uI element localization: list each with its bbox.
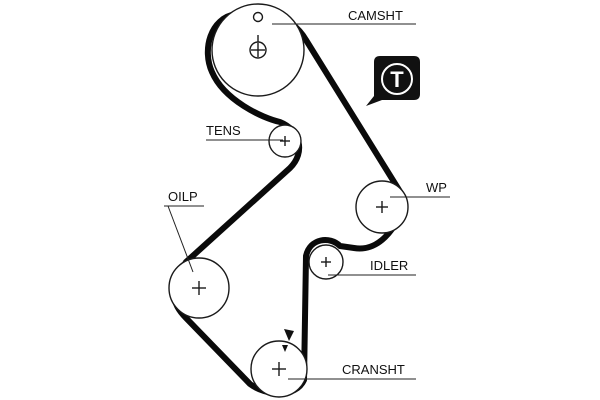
badge-letter: T xyxy=(390,67,404,92)
idler-label: IDLER xyxy=(370,258,408,273)
leader-lines xyxy=(164,23,450,380)
oil-pump-center-icon xyxy=(192,281,206,295)
idler-center-icon xyxy=(321,257,331,267)
camshaft-label: CAMSHT xyxy=(348,8,403,23)
oil-pump-leader-diag xyxy=(167,205,194,273)
oil-pump-label: OILP xyxy=(168,189,198,204)
water-pump-label: WP xyxy=(426,180,447,195)
timing-arrow-icon xyxy=(282,329,294,352)
crankshaft-pulley xyxy=(250,329,308,398)
crankshaft-label: CRANSHT xyxy=(342,362,405,377)
water-pump-pulley xyxy=(355,180,409,234)
tensioner-label: TENS xyxy=(206,123,241,138)
camshaft-pulley xyxy=(211,3,305,97)
water-pump-center-icon xyxy=(376,201,388,213)
camshaft-timing-dot xyxy=(252,11,264,23)
oil-pump-pulley xyxy=(168,257,230,319)
idler-pulley xyxy=(308,244,344,280)
tensioner-center-icon xyxy=(280,136,290,146)
tensioner-pulley xyxy=(268,124,302,158)
tensioner-badge-icon: T xyxy=(366,56,420,106)
camshaft-center-icon xyxy=(249,35,267,59)
crankshaft-center-icon xyxy=(272,362,286,376)
